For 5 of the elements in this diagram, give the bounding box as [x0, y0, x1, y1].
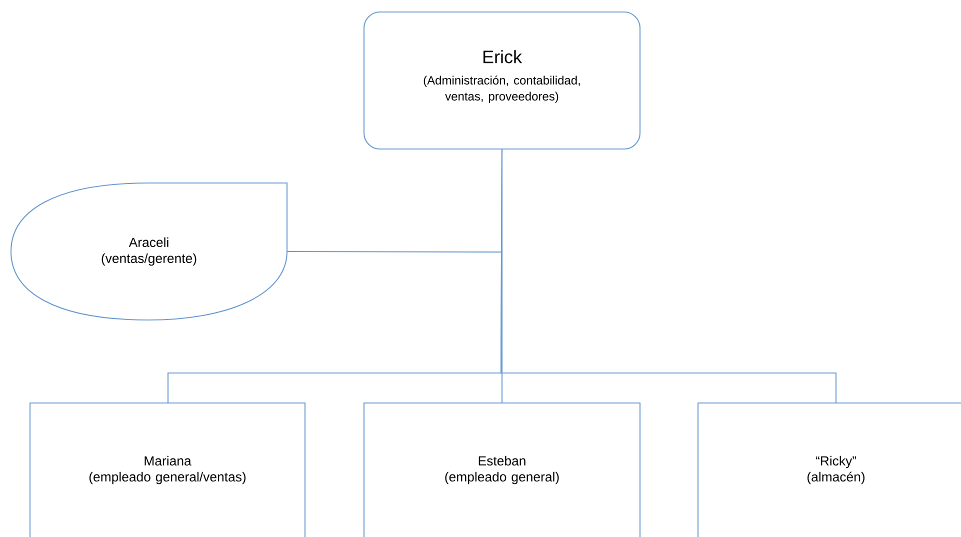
person-box: Esteban (empleado general) [363, 402, 641, 537]
connector-line [500, 149, 837, 404]
person-box: “Ricky” (almacén) [697, 402, 961, 537]
rounded-box: Erick (Administración, contabilidad, ventas, proveedores) [363, 11, 641, 150]
person-box: Mariana (empleado general/ventas) [29, 402, 306, 537]
